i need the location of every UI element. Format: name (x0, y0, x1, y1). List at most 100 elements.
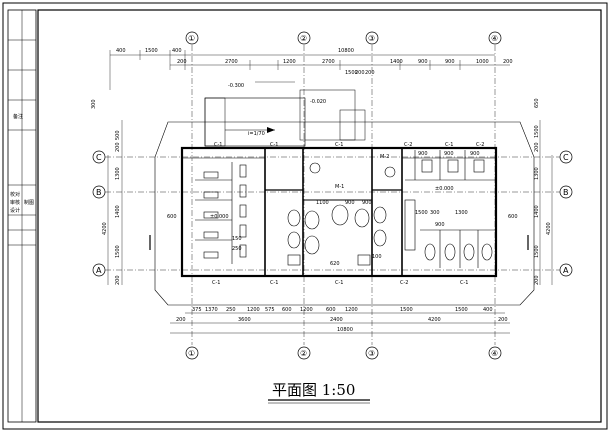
window-label: C-2 (400, 280, 408, 286)
dimension-text: 200 (503, 59, 513, 65)
axis-label: ③ (368, 34, 375, 43)
axis-label: C (563, 153, 569, 162)
title-block-cell: 备注 (13, 113, 23, 120)
dimension-text: 2400 (330, 317, 343, 323)
level-label: ±0.000 (435, 186, 454, 192)
bottom-dimensions-row2: 200 3600 2400 4200 200 (176, 317, 508, 323)
dimension-text: 600 (282, 307, 292, 313)
left-dimension-lines (107, 120, 123, 285)
window-label: C-1 (460, 280, 468, 286)
dimension-text: 900 (362, 200, 372, 206)
door-label: M-1 (335, 184, 344, 190)
dimension-text: 1370 (205, 307, 218, 313)
right-toilet-stalls (404, 150, 496, 268)
axis-label: C (96, 153, 102, 162)
washbasins-middle (287, 162, 396, 266)
window-label: C-1 (270, 142, 278, 148)
dimension-text: 1300 (534, 167, 540, 180)
dimension-text: 1100 (316, 200, 329, 206)
drawing-title: 平面图 1:50 (268, 381, 370, 404)
right-dimension-lines (539, 120, 553, 285)
dimension-text: 200 (534, 142, 540, 152)
dimension-text: 375 (192, 307, 202, 313)
title-block-cell: 审核 (10, 199, 20, 206)
axis-bubbles-right: C B A (559, 150, 573, 277)
section-markers (149, 235, 529, 250)
dimension-text: 1300 (115, 167, 121, 180)
dimension-text: 4200 (102, 222, 108, 235)
top-dimensions-row2: 200 2700 1200 2700 1400 900 900 1000 200 (177, 59, 513, 65)
dimension-text: 200 (534, 275, 540, 285)
axis-label: A (96, 266, 102, 275)
dimension-text: 1400 (115, 205, 121, 218)
inner-dimensions: 1100 900 900 1500 300 1300 900 900 900 9… (232, 151, 480, 267)
dimension-text: 900 (418, 151, 428, 157)
door-label: M-2 (380, 154, 389, 160)
dimension-text: 620 (330, 261, 340, 267)
dimension-text: 2700 (225, 59, 238, 65)
dimension-text: 1400 (534, 205, 540, 218)
bottom-dimension-lines (170, 312, 510, 334)
level-label: ±0.000 (210, 214, 229, 220)
dimension-text: 1500 (534, 125, 540, 138)
bottom-dimensions-row1: 375 1370 250 1200 575 600 1200 600 1200 … (192, 307, 493, 313)
dimension-text: 1500 (400, 307, 413, 313)
dimension-text: 900 (435, 222, 445, 228)
dimension-text: 200 (355, 70, 365, 76)
entrance-ramp: i=1/70 -0.300 -0.020 (204, 81, 366, 147)
dimension-text: 250 (226, 307, 236, 313)
axis-bubbles-left: C B A (92, 150, 106, 277)
axis-label: ① (188, 34, 195, 43)
axis-label: A (563, 266, 569, 275)
dimension-text: 400 (172, 48, 182, 54)
dimension-text: 300 (430, 210, 440, 216)
axis-bubbles-bottom: ① ② ③ ④ (185, 346, 502, 360)
dimension-text: 150 (232, 236, 242, 242)
dimension-text: 10800 (338, 48, 354, 54)
dimension-text: 900 (445, 59, 455, 65)
dimension-text: 900 (345, 200, 355, 206)
dimension-text: 1500 (115, 245, 121, 258)
axis-label: ② (300, 349, 307, 358)
title-block-cell: 制图 (24, 199, 34, 206)
window-label: C-1 (335, 142, 343, 148)
dimension-text: 575 (265, 307, 275, 313)
dimension-text: 10800 (337, 327, 353, 333)
title-block: 备注 校对 审核 设计 制图 (7, 9, 37, 423)
window-labels-bottom: C-1 C-1 C-1 C-2 C-1 (212, 280, 468, 286)
axis-label: B (563, 188, 569, 197)
right-dimensions: 650 1500 200 1300 1400 1500 4200 200 (534, 98, 552, 285)
level-label: -0.020 (310, 99, 326, 105)
dimension-text: 650 (534, 98, 540, 108)
axis-label: ④ (491, 34, 498, 43)
dimension-text: 3600 (238, 317, 251, 323)
dimension-text: 500 (115, 130, 121, 140)
dimension-text: 4200 (428, 317, 441, 323)
top-small-dimensions: 1500 200 200 (345, 70, 375, 76)
dimension-text: 600 (508, 214, 518, 220)
axis-bubbles-top: ① ② ③ ④ (185, 31, 502, 45)
dimension-text: 200 (498, 317, 508, 323)
dimension-text: 200 (115, 275, 121, 285)
top-dimensions-row1: 400 1500 400 10800 (116, 48, 354, 54)
roof-outline (154, 121, 535, 306)
window-label: C-1 (270, 280, 278, 286)
dimension-text: 900 (470, 151, 480, 157)
axis-label: ① (188, 349, 195, 358)
dimension-text: 250 (232, 246, 242, 252)
dimension-text: 1200 (283, 59, 296, 65)
drawing-frame (37, 9, 602, 423)
dimension-text: 900 (418, 59, 428, 65)
title-block-cell: 校对 (10, 191, 20, 198)
window-label: C-2 (476, 142, 484, 148)
dimension-text: 1400 (390, 59, 403, 65)
top-dimension-lines (109, 50, 510, 90)
dimension-text: 100 (372, 254, 382, 260)
dimension-text: 1200 (300, 307, 313, 313)
dimension-text: 400 (483, 307, 493, 313)
dimension-text: 200 (176, 317, 186, 323)
axis-label: ③ (368, 349, 375, 358)
dimension-text: 1200 (345, 307, 358, 313)
dimension-text: 1500 (534, 245, 540, 258)
